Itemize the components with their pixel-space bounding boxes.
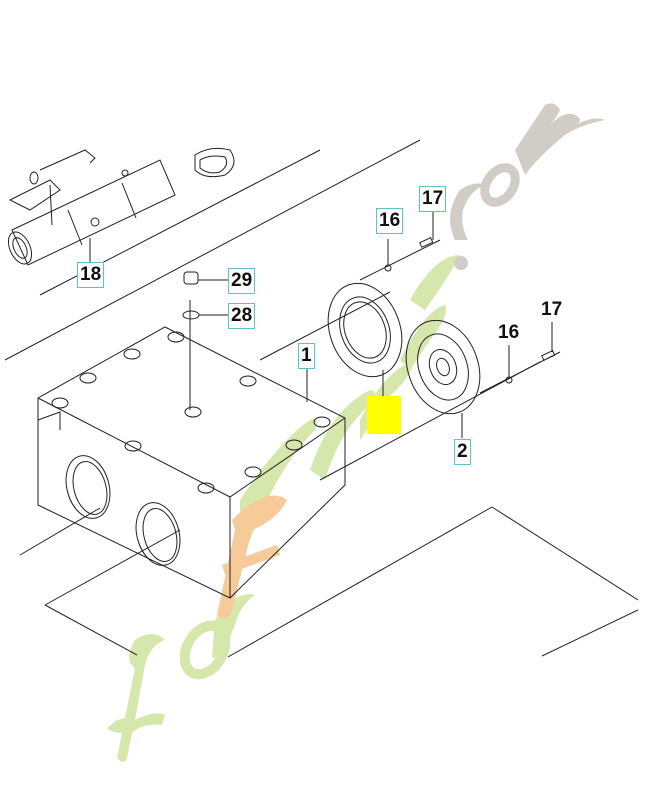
gasket-part [327, 282, 403, 396]
callout-17-lower[interactable]: 17 [541, 299, 563, 320]
housing-part [37, 300, 346, 599]
screw-washer-set-upper [359, 212, 441, 281]
callout-16-lower[interactable]: 16 [498, 322, 520, 343]
shaft-part [7, 147, 235, 266]
callout-16-upper[interactable]: 16 [376, 208, 404, 234]
callout-2[interactable]: 2 [454, 439, 471, 465]
washer-part [182, 310, 228, 320]
cover-plate-part [405, 319, 481, 438]
watermark [107, 103, 605, 762]
callout-28[interactable]: 28 [228, 303, 256, 329]
callout-1[interactable]: 1 [298, 343, 315, 369]
callout-29[interactable]: 29 [228, 268, 256, 294]
diagram-lines [4, 139, 639, 658]
callout-17-upper[interactable]: 17 [419, 186, 447, 212]
callout-18[interactable]: 18 [77, 262, 105, 288]
highlighted-gasket-marker[interactable] [367, 396, 401, 434]
plug-part [183, 271, 228, 285]
bolt-holes [51, 331, 331, 494]
screw-washer-set-lower [479, 322, 561, 394]
